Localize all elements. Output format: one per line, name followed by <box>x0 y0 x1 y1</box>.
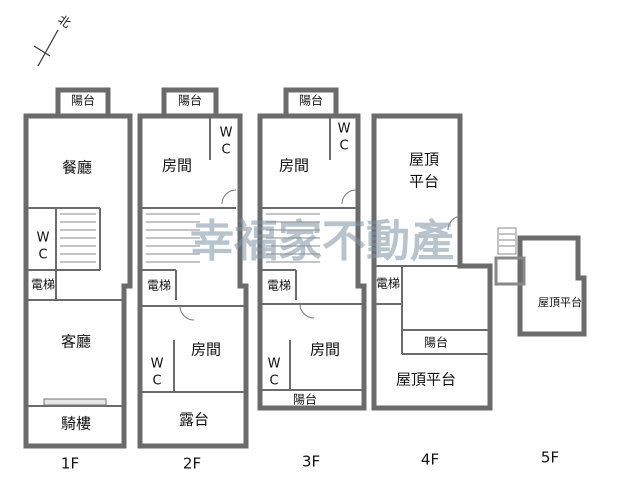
floor-label-5f: 5F <box>541 449 559 467</box>
floor-label-3f: 3F <box>302 453 320 471</box>
room-label-wc: C <box>38 248 47 263</box>
floor-4f-door <box>447 215 463 231</box>
room-label-balcony: 陽台 <box>71 93 95 108</box>
floor-5f: 屋頂平台 5F <box>494 227 587 467</box>
floor-3f-balcony-wall <box>283 87 339 116</box>
compass-north-label: 北 <box>55 12 73 30</box>
room-label-wc: C <box>152 374 161 389</box>
watermark-text: 幸福家不動產 <box>190 216 454 267</box>
floor-2f-door <box>221 189 237 205</box>
room-label-bedroom: 房間 <box>162 157 192 175</box>
floor-2f-stairs <box>146 213 200 263</box>
floor-4f: 屋頂 平台 電梯 陽台 屋頂平台 4F <box>371 113 493 469</box>
room-label-wc: C <box>269 374 278 389</box>
floor-2f: 陽台 W C 房間 電梯 房間 W C 露台 2F <box>137 87 249 473</box>
floor-3f-outline <box>257 113 367 411</box>
room-label-living: 客廳 <box>61 333 91 351</box>
room-label-wc: W <box>268 357 281 372</box>
room-label-balcony: 陽台 <box>178 93 202 108</box>
floor-2f-door <box>179 305 195 321</box>
room-label-wc: W <box>338 122 351 137</box>
room-label-balcony: 陽台 <box>293 392 317 407</box>
floor-3f-door <box>299 303 315 319</box>
room-label-elevator: 電梯 <box>31 278 55 292</box>
room-label-roof-terrace: 平台 <box>409 173 439 191</box>
floor-label-1f: 1F <box>61 455 79 473</box>
floor-2f-outline <box>137 113 249 449</box>
room-label-balcony: 陽台 <box>424 335 448 350</box>
room-label-dining: 餐廳 <box>62 159 92 177</box>
room-label-elevator: 電梯 <box>376 277 400 291</box>
floor-1f: 陽台 餐廳 W C 電梯 客廳 騎樓 1F <box>23 87 133 473</box>
room-label-bedroom: 房間 <box>279 157 309 175</box>
room-label-elevator: 電梯 <box>147 279 171 293</box>
floor-5f-stair-box <box>497 227 517 255</box>
room-label-wc: W <box>151 357 164 372</box>
floor-5f-stairs <box>499 233 515 247</box>
room-label-roof-terrace: 屋頂平台 <box>538 295 582 309</box>
room-label-bedroom: 房間 <box>191 341 221 359</box>
room-label-terrace: 露台 <box>179 411 209 429</box>
room-label-bedroom: 房間 <box>310 341 340 359</box>
room-label-wc: C <box>221 143 230 158</box>
floor-2f-balcony-wall <box>161 87 219 116</box>
floor-label-4f: 4F <box>421 451 439 469</box>
room-label-wc: W <box>220 126 233 141</box>
floor-1f-stairs <box>60 213 96 263</box>
room-label-roof-terrace: 屋頂 <box>409 151 439 169</box>
compass-cross-icon <box>33 45 51 57</box>
floor-5f-elevator-box <box>494 256 526 286</box>
floor-1f-window <box>43 398 107 406</box>
floor-5f-outline <box>517 235 587 337</box>
room-label-wc: C <box>339 139 348 154</box>
floor-label-2f: 2F <box>183 455 201 473</box>
floor-3f-door <box>341 189 357 205</box>
floor-4f-outline <box>371 113 493 411</box>
floor-1f-outline <box>23 113 133 449</box>
floor-1f-balcony-wall <box>55 87 111 116</box>
compass: 北 <box>33 12 73 67</box>
room-label-roof-terrace: 屋頂平台 <box>396 371 456 389</box>
room-label-elevator: 電梯 <box>267 279 291 293</box>
room-label-balcony: 陽台 <box>299 93 323 108</box>
room-label-arcade: 騎樓 <box>61 415 91 433</box>
north-arrow-icon <box>37 29 59 67</box>
floor-3f-stairs <box>266 213 320 263</box>
floor-3f: 陽台 W C 房間 電梯 房間 W C 陽台 3F <box>257 87 367 471</box>
room-label-wc: W <box>37 231 50 246</box>
